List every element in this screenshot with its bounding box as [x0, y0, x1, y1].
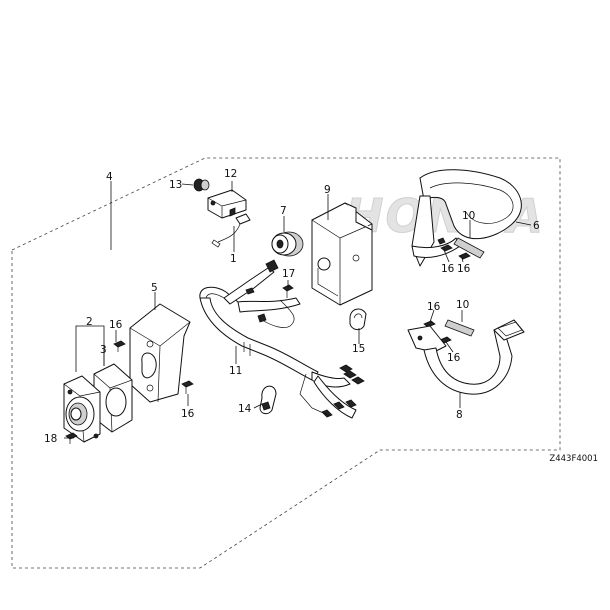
- callout-10-lower: 10: [456, 299, 469, 311]
- part-16-screw-strap-b: [458, 252, 471, 260]
- callout-16-strap-b: 16: [457, 263, 471, 275]
- part-15-clamp: [349, 308, 367, 331]
- part-16-screw-lower: [181, 380, 194, 394]
- callout-2: 2: [86, 316, 93, 328]
- callout-16-strap-d: 16: [447, 352, 461, 364]
- part-13-knob: [193, 178, 210, 192]
- callout-labels: 4 13 12 1 7 9 5 2 3 16 16 18 11 14 15 17…: [44, 168, 540, 445]
- callout-10-upper: 10: [462, 210, 475, 222]
- callout-16-strap-a: 16: [441, 263, 455, 275]
- callout-16-strap-c: 16: [427, 301, 441, 313]
- part-1-wire-lead: [211, 213, 251, 248]
- callout-9: 9: [324, 184, 331, 196]
- part-7-grommet: [271, 231, 304, 257]
- callout-18: 18: [44, 433, 57, 445]
- callout-8: 8: [456, 409, 463, 421]
- callout-6: 6: [533, 220, 540, 232]
- callout-13: 13: [169, 179, 182, 191]
- callout-7: 7: [280, 205, 287, 217]
- callout-4: 4: [106, 171, 113, 183]
- assembly-boundary: [11, 157, 561, 569]
- callout-17: 17: [282, 268, 295, 280]
- part-12-circuit-breaker: [207, 189, 247, 219]
- part-2-3-outlet-receptacle: [63, 363, 133, 443]
- figure-code: Z443F4001: [549, 454, 598, 464]
- part-16-screw-strap-a: [440, 244, 453, 252]
- part-8-lower-strap: [407, 319, 525, 395]
- part-10-pin-upper: [453, 237, 485, 259]
- callout-1: 1: [230, 253, 237, 265]
- part-5-cover-plate: [129, 303, 191, 403]
- callout-5: 5: [151, 282, 158, 294]
- part-16-screw-strap-c: [423, 320, 436, 328]
- callout-3: 3: [100, 344, 107, 356]
- callout-14: 14: [238, 403, 252, 415]
- part-16-screw-cover: [113, 340, 126, 352]
- part-14-cable-clip: [259, 385, 277, 415]
- part-18-screw: [65, 432, 78, 444]
- callout-15: 15: [352, 343, 365, 355]
- part-10-pin-lower: [444, 319, 475, 337]
- callout-16-cover: 16: [109, 319, 123, 331]
- part-11-wire-harness: [199, 259, 365, 419]
- leader-lines: [64, 181, 532, 439]
- part-9-bracket: [311, 202, 373, 306]
- callout-12: 12: [224, 168, 237, 180]
- callout-11: 11: [229, 365, 242, 377]
- callout-16-lower: 16: [181, 408, 195, 420]
